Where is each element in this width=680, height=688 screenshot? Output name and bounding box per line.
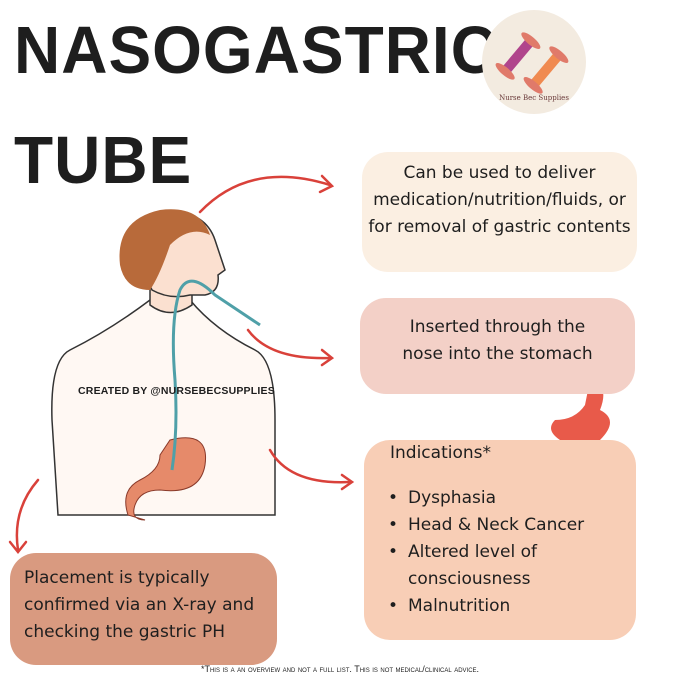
stomach-icon — [551, 380, 610, 445]
indication-item: Dysphasia — [384, 485, 616, 512]
indications-list: Dysphasia Head & Neck Cancer Altered lev… — [384, 485, 616, 620]
insertion-text: Inserted through the nose into the stoma… — [402, 317, 593, 364]
title-line-2: TUBE — [14, 122, 193, 198]
title-line-1: NASOGASTRIC — [14, 12, 498, 88]
indication-item: Head & Neck Cancer — [384, 512, 616, 539]
placement-box: Placement is typically confirmed via an … — [10, 553, 277, 665]
insertion-box: Inserted through the nose into the stoma… — [360, 298, 635, 394]
indication-item: Malnutrition — [384, 593, 616, 620]
tube — [170, 279, 261, 471]
arrows — [8, 174, 577, 555]
indications-heading: Indications* — [390, 443, 491, 463]
stomach — [125, 437, 207, 521]
logo: Nurse Bec Supplies — [482, 10, 586, 114]
indications-box: Indications* Dysphasia Head & Neck Cance… — [364, 440, 636, 640]
placement-text: Placement is typically confirmed via an … — [24, 568, 255, 642]
torso-outline — [51, 299, 276, 516]
credit-text: CREATED BY @NURSEBECSUPPLIES — [78, 385, 275, 397]
footnote: *This is a an overview and not a full li… — [200, 664, 480, 674]
spool-icon — [495, 32, 569, 94]
uses-box: Can be used to deliver medication/nutrit… — [362, 152, 637, 272]
hair — [119, 209, 210, 290]
indication-item: Altered level of consciousness — [384, 539, 616, 593]
logo-text: Nurse Bec Supplies — [499, 94, 569, 102]
uses-text: Can be used to deliver medication/nutrit… — [368, 163, 631, 237]
